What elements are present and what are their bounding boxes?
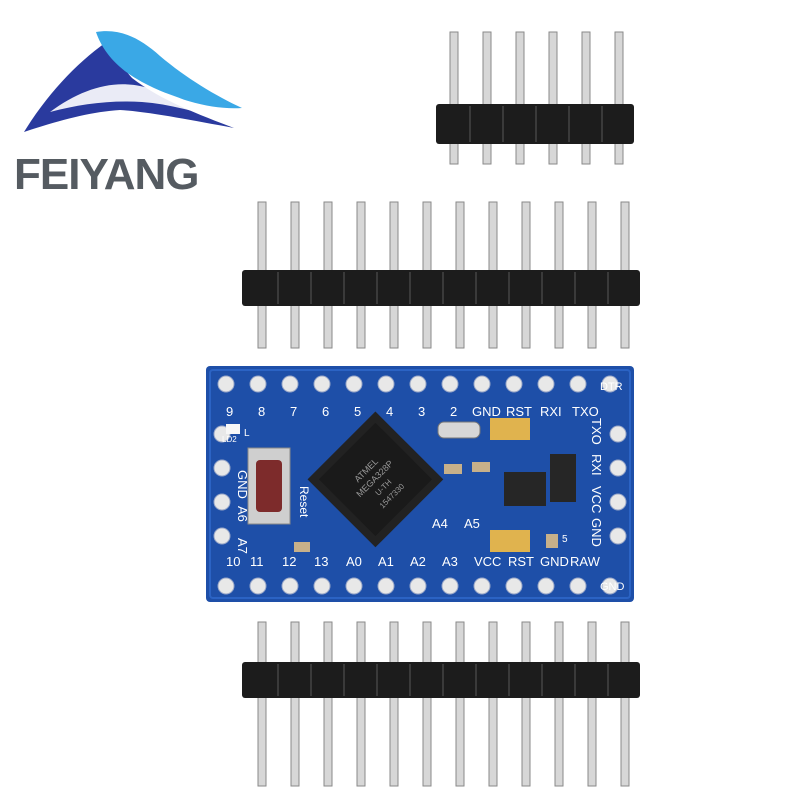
right-label-vcc: VCC: [589, 486, 604, 513]
header-6pin: [436, 31, 634, 165]
solder-pad: [569, 577, 587, 595]
solder-pad: [473, 375, 491, 393]
bottom-label-a0: A0: [346, 554, 362, 569]
arduino-pro-mini-board: ATMEL MEGA328P U-TH 1547330 Reset 9 8 7 …: [206, 366, 634, 602]
bottom-label-11: 11: [250, 554, 264, 569]
solder-pad: [217, 577, 235, 595]
mark-ld2: LD2: [222, 435, 237, 444]
smd-2: [472, 462, 490, 472]
logo-light-wave: [96, 31, 242, 109]
left-label-gnd: GND: [235, 470, 250, 499]
header-12pin-top-body: [242, 270, 640, 306]
mark-l: L: [244, 428, 250, 439]
regulator: [504, 472, 546, 506]
top-label-3: 3: [418, 404, 425, 419]
solder-pad: [609, 459, 627, 477]
top-label-6: 6: [322, 404, 329, 419]
solder-pad: [537, 375, 555, 393]
header-6pin-pins: [449, 31, 624, 165]
solder-pad: [609, 493, 627, 511]
solder-pad: [345, 577, 363, 595]
brand-name: FEIYANG: [14, 150, 200, 199]
bottom-label-a2: A2: [410, 554, 426, 569]
reset-button: [247, 447, 291, 525]
bottom-label-vcc: VCC: [474, 554, 501, 569]
solder-pad: [569, 375, 587, 393]
regulator-2: [550, 454, 576, 502]
top-right-label: DTR: [600, 381, 623, 393]
header-12pin-top: [242, 201, 640, 349]
inner-label-a4: A4: [432, 516, 448, 531]
solder-pad: [441, 375, 459, 393]
solder-pad: [505, 577, 523, 595]
right-label-txo: TXO: [589, 418, 604, 445]
solder-pad: [313, 375, 331, 393]
top-label-7: 7: [290, 404, 297, 419]
bottom-label-rst: RST: [508, 554, 534, 569]
feiyang-logo-graphic: [24, 31, 242, 132]
solder-pad: [377, 375, 395, 393]
led-1: [226, 424, 240, 434]
solder-pad: [217, 375, 235, 393]
solder-pad: [377, 577, 395, 595]
top-label-9: 9: [226, 404, 233, 419]
header-12pin-bottom-body: [242, 662, 640, 698]
top-label-8: 8: [258, 404, 265, 419]
right-label-gnd: GND: [589, 518, 604, 547]
solder-pad: [213, 493, 231, 511]
bottom-label-13: 13: [314, 554, 328, 569]
smd-4: [546, 534, 558, 548]
smd-1: [444, 464, 462, 474]
top-label-txo: TXO: [572, 404, 599, 419]
inner-label-a5: A5: [464, 516, 480, 531]
top-label-rst: RST: [506, 404, 532, 419]
pin-labels: 9 8 7 6 5 4 3 2 GND RST RXI TXO DTR 10 1…: [222, 381, 625, 593]
bottom-right-label: GND: [600, 581, 625, 593]
left-label-a6: A6: [235, 506, 250, 522]
solder-pad: [249, 577, 267, 595]
solder-pad: [345, 375, 363, 393]
header-12pin-bottom: [242, 621, 640, 787]
right-label-rxi: RXI: [589, 454, 604, 476]
bottom-label-a3: A3: [442, 554, 458, 569]
bottom-label-gnd: GND: [540, 554, 569, 569]
solder-pads: [213, 375, 627, 595]
top-label-4: 4: [386, 404, 393, 419]
solder-pad: [609, 527, 627, 545]
top-label-rxi: RXI: [540, 404, 562, 419]
reset-label: Reset: [297, 486, 311, 518]
solder-pad: [409, 375, 427, 393]
logo-white-swoosh: [50, 84, 226, 120]
solder-pad: [537, 577, 555, 595]
solder-pad: [213, 527, 231, 545]
solder-pad: [249, 375, 267, 393]
left-label-a7: A7: [235, 538, 250, 554]
bottom-label-raw: RAW: [570, 554, 601, 569]
top-label-5: 5: [354, 404, 361, 419]
tantalum-cap-2: [490, 530, 530, 552]
solder-pad: [609, 425, 627, 443]
solder-pad: [601, 577, 619, 595]
bottom-label-12: 12: [282, 554, 296, 569]
crystal: [437, 421, 481, 439]
solder-pad: [213, 459, 231, 477]
top-label-2: 2: [450, 404, 457, 419]
solder-pad: [505, 375, 523, 393]
mark-5: 5: [562, 534, 568, 545]
bottom-label-a1: A1: [378, 554, 394, 569]
top-label-gnd: GND: [472, 404, 501, 419]
solder-pad: [281, 577, 299, 595]
solder-pad: [313, 577, 331, 595]
solder-pad: [441, 577, 459, 595]
solder-pad: [409, 577, 427, 595]
solder-pad: [473, 577, 491, 595]
solder-pad: [601, 375, 619, 393]
tantalum-cap-1: [490, 418, 530, 440]
smd-3: [294, 542, 310, 552]
bottom-label-10: 10: [226, 554, 240, 569]
solder-pad: [281, 375, 299, 393]
